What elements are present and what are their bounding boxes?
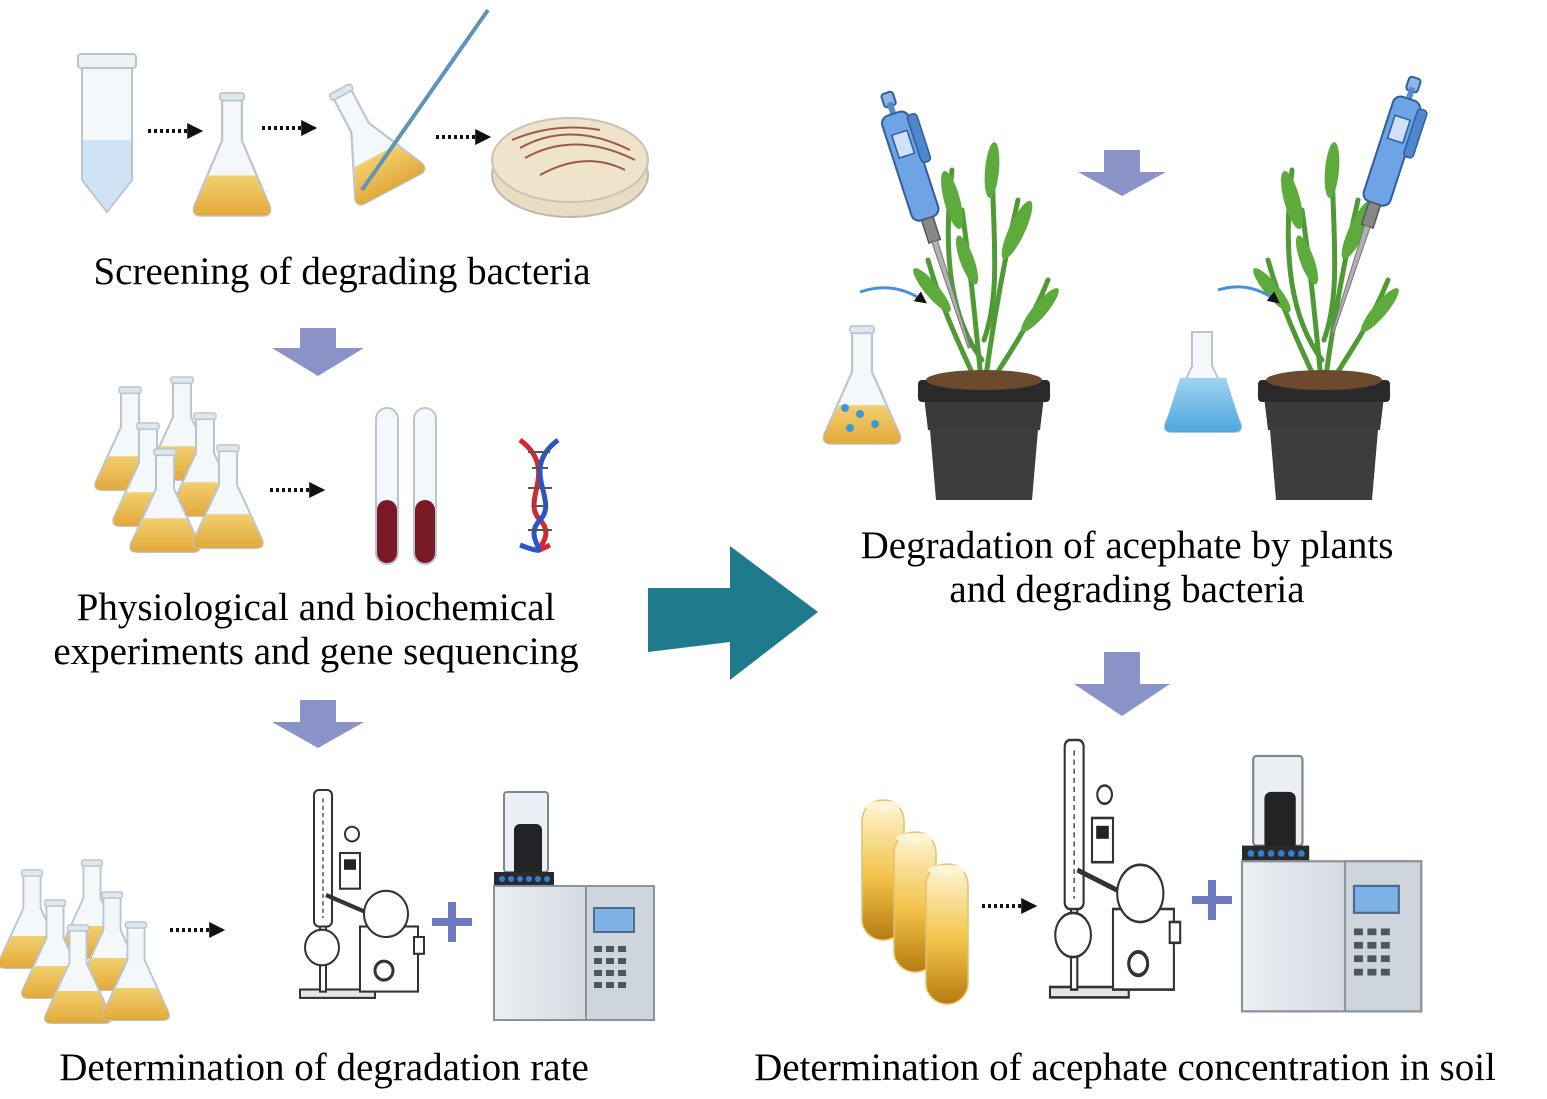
rotary-evaporator-icon <box>300 790 424 998</box>
inoculating-flask-icon <box>304 8 490 208</box>
transfer-arrow <box>859 286 927 304</box>
step-down-arrow <box>272 700 364 748</box>
flask-icon <box>192 91 272 217</box>
blood-tube-icon <box>375 407 437 565</box>
caption-screening: Screening of degrading bacteria <box>93 250 591 293</box>
transfer-arrow <box>1217 285 1280 304</box>
soil-sample-tube-icon <box>861 799 969 1005</box>
big-right-arrow <box>648 546 818 680</box>
caption-soil-concentration: Determination of acephate concentration … <box>754 1046 1496 1089</box>
caption-physiological-line1: Physiological and biochemical <box>76 586 556 629</box>
caption-plants-line1: Degradation of acephate by plants <box>860 524 1394 567</box>
step-down-arrow <box>272 328 364 376</box>
petri-dish-icon <box>491 117 649 218</box>
caption-physiological-line2: experiments and gene sequencing <box>53 630 579 673</box>
caption-plants-line2: and degrading bacteria <box>949 568 1305 611</box>
step-down-arrow <box>1074 652 1170 716</box>
flask-icon <box>1163 331 1243 433</box>
gas-chromatograph-icon <box>493 791 655 1021</box>
plus-icon <box>432 902 472 942</box>
caption-degradation-rate: Determination of degradation rate <box>59 1046 589 1089</box>
plus-icon <box>1192 880 1232 920</box>
rotary-evaporator-icon <box>1050 740 1180 997</box>
flask-group-icon <box>94 375 264 553</box>
dna-icon <box>518 438 560 553</box>
step-down-arrow <box>1078 150 1166 196</box>
gas-chromatograph-icon <box>1240 754 1423 1013</box>
centrifuge-tube-icon <box>77 53 137 214</box>
flask-group-icon <box>0 859 171 1024</box>
flask-icon <box>822 324 902 445</box>
